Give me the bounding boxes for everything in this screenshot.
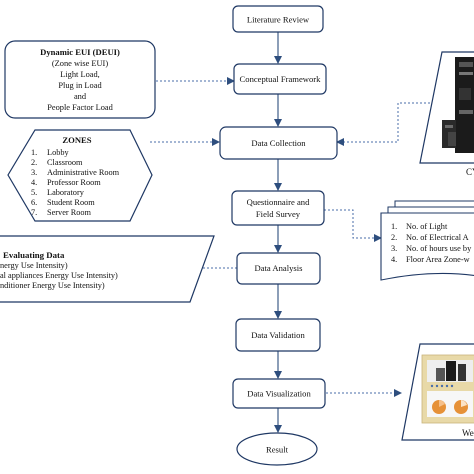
survey-item: No. of hours use by <box>406 244 472 253</box>
zone-number: 1. <box>31 148 37 157</box>
analysis-box <box>236 252 321 285</box>
result-label: Result <box>266 445 289 455</box>
flow-step-result: Result <box>236 432 318 466</box>
zone-item: Lobby <box>47 148 70 157</box>
flow-step-framework: Conceptual Framework <box>233 63 327 95</box>
flow-step-literature: Literature Review <box>232 5 324 33</box>
result-ellipse <box>236 432 318 466</box>
collection-label: Data Collection <box>251 138 306 148</box>
evaluating-box: Evaluating Data nergy Use Intensity) al … <box>0 235 215 303</box>
device-label: CY <box>466 167 474 177</box>
web-label: We <box>462 428 474 438</box>
zone-item: Administrative Room <box>47 168 120 177</box>
survey-item-number: 3. <box>391 244 397 253</box>
flow-step-validation: Data Validation <box>235 318 321 352</box>
zone-number: 5. <box>31 188 37 197</box>
survey-label-line-2: Field Survey <box>256 209 301 219</box>
zone-item: Student Room <box>47 198 95 207</box>
zones-title: ZONES <box>62 135 91 145</box>
zone-item: Laboratory <box>47 188 85 197</box>
connector-device-collection <box>336 102 442 146</box>
framework-label: Conceptual Framework <box>240 74 322 84</box>
zones-list: 1. Lobby 2. Classroom 3. Administrative … <box>31 148 120 217</box>
collection-box <box>219 126 338 160</box>
survey-item-number: 2. <box>391 233 397 242</box>
web-screenshot-icon <box>421 354 474 424</box>
analysis-label: Data Analysis <box>255 263 304 273</box>
evaluating-frame <box>0 235 215 303</box>
deui-frame <box>4 40 156 119</box>
deui-line: and <box>74 92 87 101</box>
validation-label: Data Validation <box>251 330 305 340</box>
zone-item: Professor Room <box>47 178 101 187</box>
survey-item-number: 4. <box>391 255 397 264</box>
deui-line: Plug in Load <box>58 81 102 90</box>
web-box: We <box>401 343 474 441</box>
deui-line: People Factor Load <box>47 103 113 112</box>
zone-number: 2. <box>31 158 37 167</box>
flow-step-analysis: Data Analysis <box>236 252 321 285</box>
survey-list-box: 1. No. of Light 2. No. of Electrical A 3… <box>380 200 474 281</box>
device-icon <box>442 57 474 153</box>
connector-survey-list <box>324 209 382 242</box>
literature-label: Literature Review <box>247 15 310 25</box>
survey-item: Floor Area Zone-w <box>406 255 470 264</box>
visualization-box <box>232 378 326 409</box>
evaluating-line: al appliances Energy Use Intensity) <box>0 271 118 280</box>
survey-box <box>231 190 325 226</box>
visualization-label: Data Visualization <box>247 389 311 399</box>
zone-item: Classroom <box>47 158 83 167</box>
flow-step-visualization: Data Visualization <box>232 378 326 409</box>
zones-hexagon <box>7 129 153 222</box>
zone-number: 4. <box>31 178 37 187</box>
evaluating-line: nditioner Energy Use Intensity) <box>0 281 105 290</box>
device-box: CY <box>419 51 474 177</box>
survey-item: No. of Electrical A <box>406 233 469 242</box>
survey-label-line-1: Questionnaire and <box>247 197 310 207</box>
literature-box <box>232 5 324 33</box>
survey-item: No. of Light <box>406 222 448 231</box>
validation-box <box>235 318 321 352</box>
framework-box <box>233 63 327 95</box>
evaluating-line: nergy Use Intensity) <box>0 261 68 270</box>
deui-box: Dynamic EUI (DEUI) (Zone wise EUI) Light… <box>4 40 156 119</box>
zone-item: Server Room <box>47 208 92 217</box>
evaluating-title: Evaluating Data <box>3 250 65 260</box>
deui-line: (Zone wise EUI) <box>52 59 108 68</box>
zone-number: 6. <box>31 198 37 207</box>
survey-item-number: 1. <box>391 222 397 231</box>
zone-number: 7. <box>31 208 37 217</box>
paper-front <box>380 212 474 281</box>
zone-number: 3. <box>31 168 37 177</box>
flow-step-collection: Data Collection <box>219 126 338 160</box>
flow-step-survey: Questionnaire and Field Survey <box>231 190 325 226</box>
zones-box: ZONES 1. Lobby 2. Classroom 3. Administr… <box>7 129 153 222</box>
deui-line: Light Load, <box>60 70 100 79</box>
deui-title: Dynamic EUI (DEUI) <box>40 47 120 57</box>
